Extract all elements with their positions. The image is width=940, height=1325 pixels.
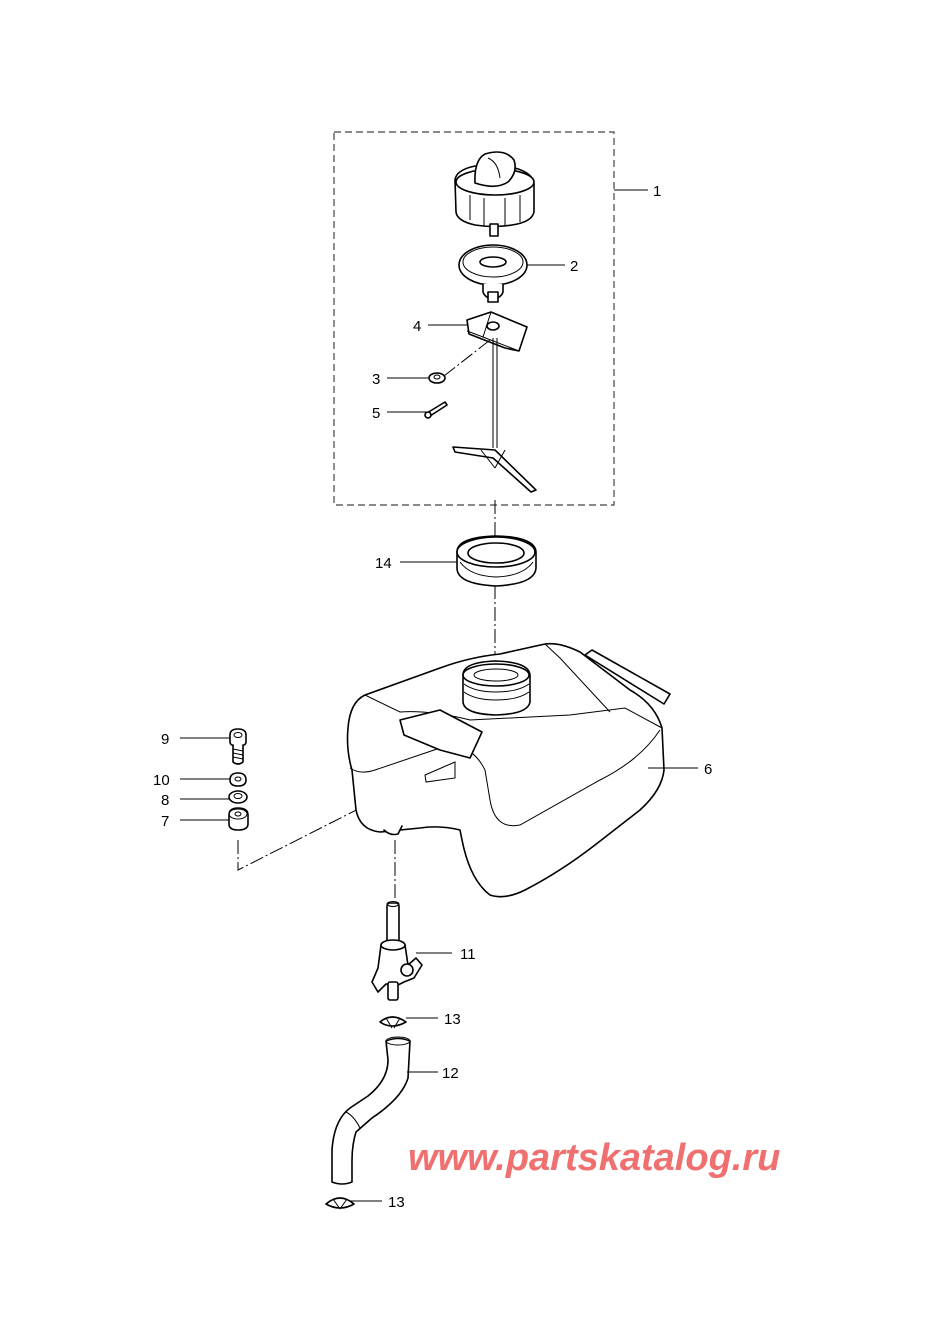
callout-11: 11 [460, 946, 476, 963]
fuel-hose [331, 1036, 411, 1185]
callout-13-upper: 13 [444, 1011, 461, 1028]
hose-clamp-lower [325, 1197, 355, 1210]
mount-axis-line [237, 759, 456, 871]
callout-14: 14 [375, 555, 392, 572]
callout-10: 10 [153, 772, 170, 789]
mounting-bolt [229, 728, 247, 765]
hose-clamp-upper [379, 1016, 407, 1029]
cap-gasket [458, 244, 528, 303]
fuel-cap [454, 151, 535, 237]
washer-axis-line [443, 339, 491, 377]
callout-2: 2 [570, 258, 578, 275]
callout-3: 3 [372, 371, 380, 388]
callout-6: 6 [704, 761, 712, 778]
watermark-text: www.partskatalog.ru [408, 1137, 780, 1179]
washer-3 [428, 372, 446, 384]
callout-1: 1 [653, 183, 661, 200]
callout-4: 4 [413, 318, 421, 335]
split-pin [424, 401, 448, 419]
callout-8: 8 [161, 792, 169, 809]
callout-13-lower: 13 [388, 1194, 405, 1211]
filler-ring [456, 535, 537, 587]
fuel-gauge-rod [452, 338, 537, 493]
callout-5: 5 [372, 405, 380, 422]
flat-washer [228, 790, 248, 804]
rubber-collar [228, 807, 249, 831]
spring-washer [229, 772, 247, 787]
callout-9: 9 [161, 731, 169, 748]
fuel-tank [346, 642, 671, 898]
fuel-cock [371, 901, 423, 1001]
callout-12: 12 [442, 1065, 459, 1082]
callout-7: 7 [161, 813, 169, 830]
float-holder [466, 311, 528, 352]
cap-assembly-dashed-box [333, 131, 615, 506]
